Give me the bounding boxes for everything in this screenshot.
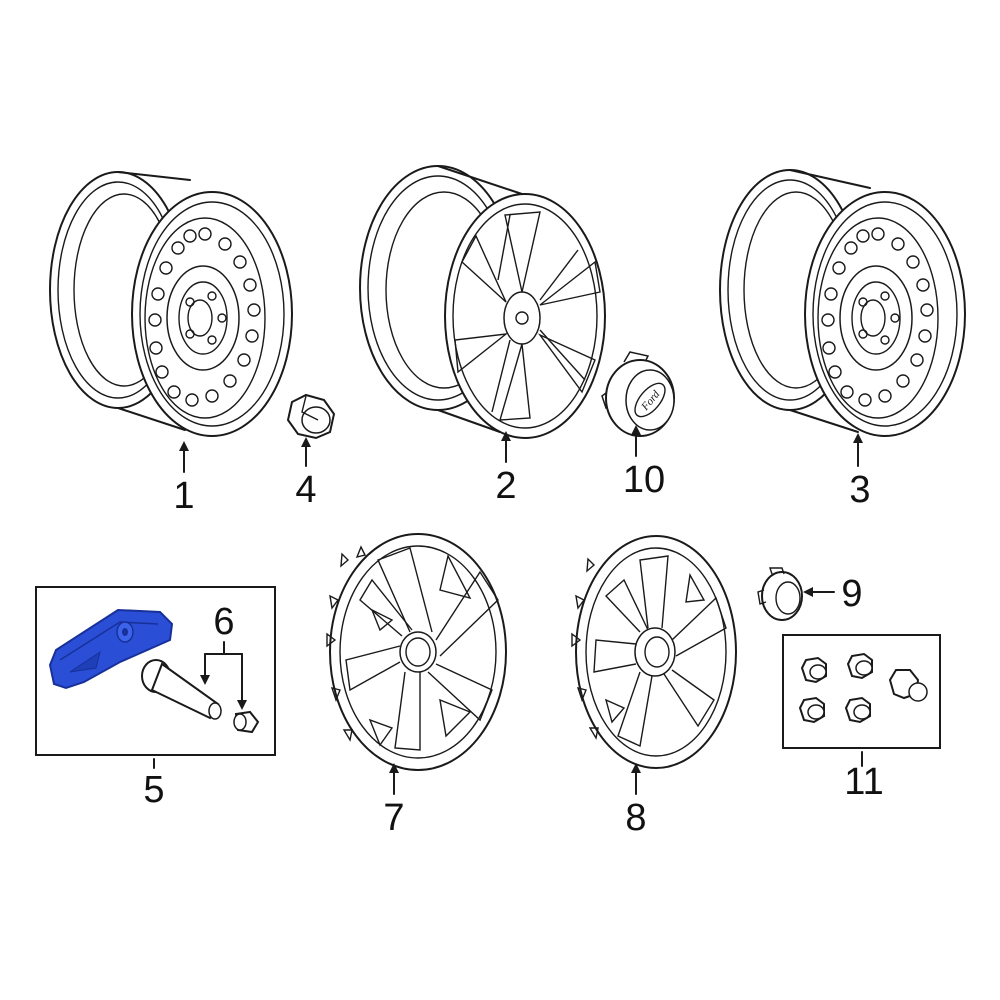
valve-bracket-lines: [200, 641, 247, 710]
steel-wheel-left[interactable]: [49, 171, 293, 437]
callout-1: 1: [173, 475, 194, 517]
callout-9: 9: [841, 573, 862, 615]
callout-3: 3: [849, 469, 870, 511]
steel-wheel-right[interactable]: [719, 169, 966, 437]
callout-2: 2: [495, 465, 516, 507]
callout-8: 8: [625, 797, 646, 839]
callout-5: 5: [143, 769, 164, 811]
valve-cap[interactable]: [233, 710, 260, 734]
tpms-kit-box: [35, 586, 276, 756]
alloy-wheel[interactable]: [359, 165, 606, 439]
leader-arrows: [153, 425, 863, 795]
callout-7: 7: [383, 797, 404, 839]
lug-nut[interactable]: [286, 393, 336, 440]
cover-center-cap[interactable]: [757, 567, 803, 621]
callout-6: 6: [213, 601, 234, 643]
callout-11: 11: [844, 761, 883, 803]
wheel-cover-right[interactable]: [571, 535, 737, 769]
tpms-sensor[interactable]: [48, 608, 174, 690]
lug-nut-set[interactable]: [798, 652, 928, 724]
lug-nut-set-box: [782, 634, 941, 749]
wheel-cover-left[interactable]: [326, 533, 507, 771]
valve-stem[interactable]: [141, 659, 222, 720]
callout-10: 10: [623, 459, 665, 501]
callout-4: 4: [295, 469, 316, 511]
center-cap-badge[interactable]: Ford: [601, 351, 675, 437]
